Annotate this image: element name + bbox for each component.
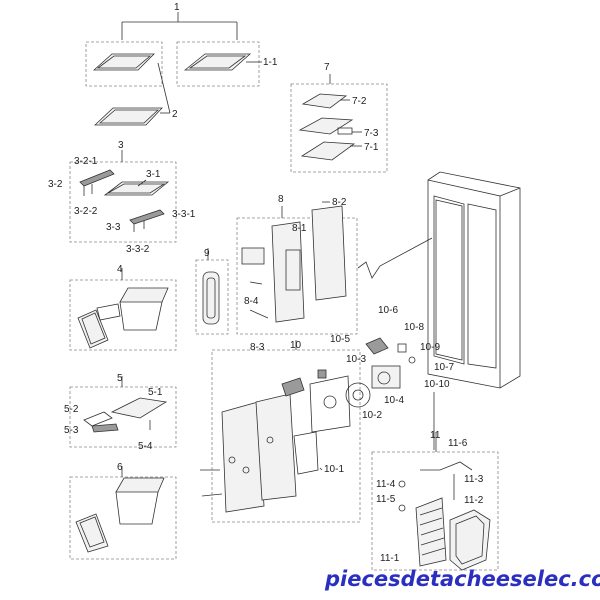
- bracket-1: [121, 12, 238, 40]
- label-7-2: 7-2: [352, 96, 367, 107]
- label-6: 6: [117, 462, 123, 473]
- bin-4-part: [77, 287, 169, 349]
- label-3-2: 3-2: [48, 179, 63, 190]
- label-11-3: 11-3: [464, 474, 484, 485]
- label-4: 4: [117, 264, 123, 275]
- dashed-group-boxes: [69, 41, 499, 571]
- refrigerator-outline: [357, 171, 521, 389]
- box-6: [69, 476, 177, 560]
- box-1: [85, 41, 163, 87]
- shelf-2-part: [93, 107, 163, 126]
- box-4: [69, 279, 177, 351]
- label-7-3: 7-3: [364, 128, 379, 139]
- label-2: 2: [172, 109, 178, 120]
- box-9: [195, 259, 229, 335]
- box-1-1: [176, 41, 260, 87]
- label-3-2-2: 3-2-2: [74, 206, 98, 217]
- label-3-2-1: 3-2-1: [74, 156, 98, 167]
- shelf-3-part: [79, 169, 170, 232]
- label-10-1: 10-1: [324, 464, 344, 475]
- label-10-3: 10-3: [346, 354, 366, 365]
- label-8-1: 8-1: [292, 223, 307, 234]
- part-labels: 1 1-1 2 3 3-2-1 3-2 3-1 3-2-2 3-3 3-3-1 …: [48, 2, 484, 564]
- label-3-3: 3-3: [106, 222, 121, 233]
- label-5-4: 5-4: [138, 441, 153, 452]
- label-10-9: 10-9: [420, 342, 440, 353]
- label-11-1: 11-1: [380, 553, 400, 564]
- label-3-3-1: 3-3-1: [172, 209, 196, 220]
- label-10-6: 10-6: [378, 305, 398, 316]
- label-11-6: 11-6: [448, 438, 468, 449]
- label-8-3: 8-3: [250, 342, 265, 353]
- label-11-2: 11-2: [464, 495, 484, 506]
- label-1-1: 1-1: [263, 57, 278, 68]
- label-10-4: 10-4: [384, 395, 404, 406]
- duct-10-part: [200, 337, 416, 513]
- label-9: 9: [204, 248, 210, 259]
- label-7-1: 7-1: [364, 142, 379, 153]
- shelf-1-1-part: [183, 53, 252, 71]
- label-10-5: 10-5: [330, 334, 350, 345]
- label-5-1: 5-1: [148, 387, 163, 398]
- label-8-4: 8-4: [244, 296, 259, 307]
- shelf-1-part: [92, 53, 155, 71]
- bin-6-part: [75, 477, 165, 553]
- label-10-7: 10-7: [434, 362, 454, 373]
- label-5-3: 5-3: [64, 425, 79, 436]
- evaporator-11-part: [398, 392, 491, 571]
- label-5: 5: [117, 373, 123, 384]
- leader-lines: [121, 61, 437, 477]
- watermark-text: piecesdetacheeselec.com: [324, 567, 600, 591]
- label-11: 11: [430, 430, 441, 441]
- label-11-4: 11-4: [376, 479, 396, 490]
- box-11: [371, 451, 499, 571]
- label-1: 1: [174, 2, 180, 13]
- strip-9-part: [202, 271, 220, 325]
- label-10-2: 10-2: [362, 410, 382, 421]
- label-7: 7: [324, 62, 330, 73]
- label-10-8: 10-8: [404, 322, 424, 333]
- label-5-2: 5-2: [64, 404, 79, 415]
- panel-8-part: [241, 205, 347, 323]
- assembly-7-part: [298, 93, 356, 161]
- label-3-3-2: 3-3-2: [126, 244, 150, 255]
- label-10: 10: [290, 340, 302, 351]
- box-8: [236, 217, 358, 335]
- box-5: [69, 386, 177, 448]
- box-3: [69, 161, 177, 243]
- label-11-5: 11-5: [376, 494, 396, 505]
- bracket-5-part: [83, 397, 168, 433]
- box-7: [290, 83, 388, 173]
- label-8: 8: [278, 194, 284, 205]
- label-3: 3: [118, 140, 124, 151]
- label-3-1: 3-1: [146, 169, 161, 180]
- label-10-10: 10-10: [424, 379, 450, 390]
- label-8-2: 8-2: [332, 197, 347, 208]
